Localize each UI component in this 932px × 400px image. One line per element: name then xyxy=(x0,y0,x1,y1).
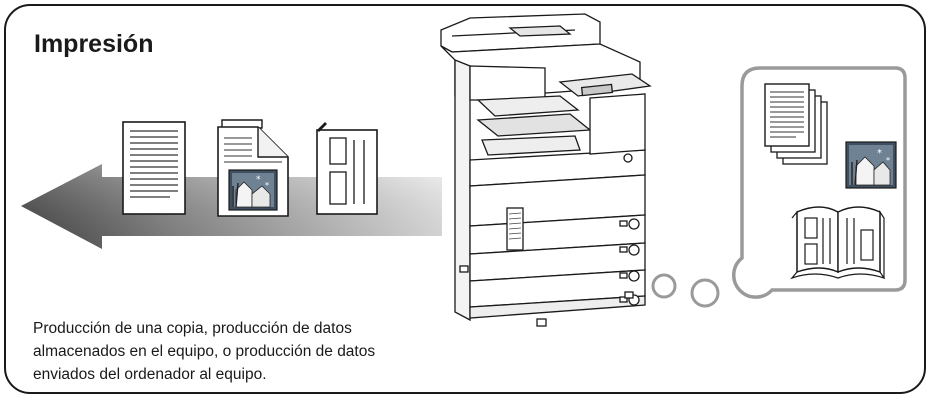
layout-document-icon xyxy=(316,122,378,215)
description-line: enviados del ordenador al equipo. xyxy=(33,366,267,383)
svg-text:*: * xyxy=(886,156,890,165)
diagram-description: Producción de una copia, producción de d… xyxy=(33,317,473,386)
text-document-icon xyxy=(122,121,186,215)
svg-text:*: * xyxy=(877,148,882,159)
multifunction-printer-icon xyxy=(440,13,652,327)
description-line: almacenados en el equipo, o producción d… xyxy=(33,343,376,360)
description-line: Producción de una copia, producción de d… xyxy=(33,320,352,337)
folded-document-with-photo-icon: * * xyxy=(217,119,289,217)
open-booklet-icon xyxy=(790,206,886,280)
stacked-documents-icon xyxy=(764,83,828,165)
svg-text:*: * xyxy=(265,181,269,190)
photo-icon: * * xyxy=(845,141,897,189)
svg-text:*: * xyxy=(256,175,261,185)
diagram-frame xyxy=(4,4,926,394)
diagram-title: Impresión xyxy=(34,30,154,58)
